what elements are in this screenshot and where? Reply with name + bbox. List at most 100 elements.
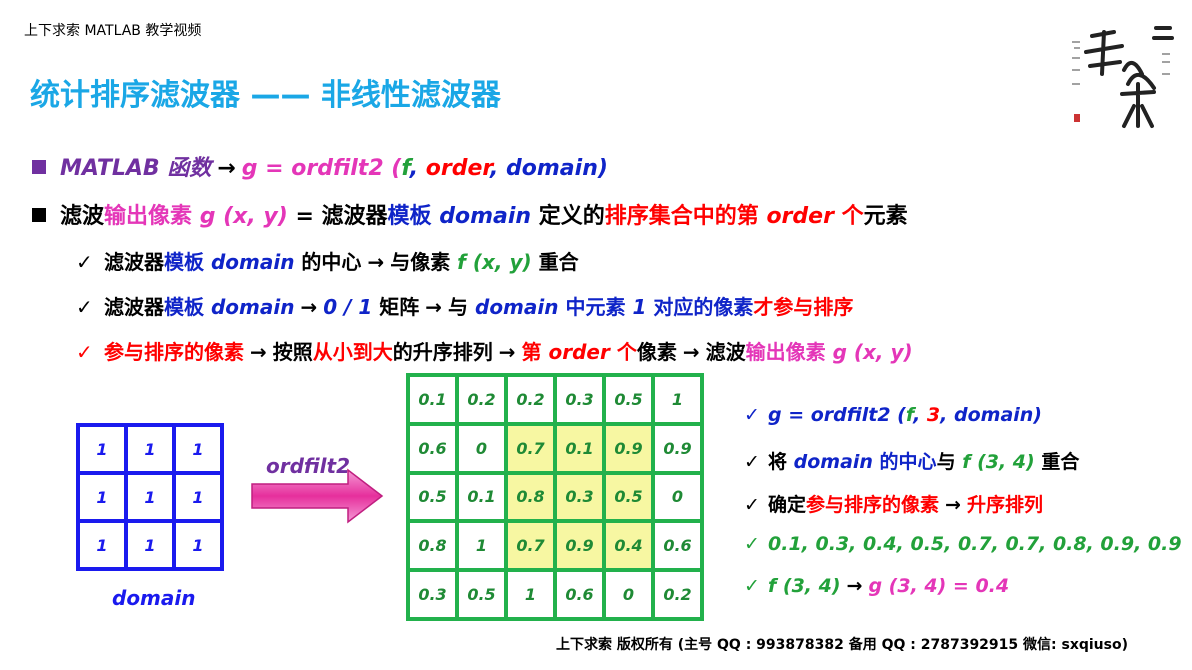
top-line-text: 上下求索 MATLAB 教学视频	[24, 23, 202, 39]
b1-text-6: , domain)	[490, 156, 608, 181]
c3-text-6: order	[548, 340, 610, 364]
b2-text-6: domain	[439, 204, 532, 229]
matrix-cell: 0.3	[555, 472, 604, 522]
b2-text-3: g (x, y)	[199, 204, 288, 229]
r3-text-1: 确定	[768, 494, 807, 516]
domain-cell: 1	[126, 425, 174, 473]
c3-text-4: 的升序排列	[392, 340, 493, 364]
arrow-right-icon: →	[682, 340, 700, 364]
r1-text-1: g = ordfilt2 (	[768, 404, 906, 426]
b1-text-3: f	[401, 156, 410, 181]
domain-cell: 1	[78, 473, 126, 521]
arrow-right-icon: →	[498, 340, 516, 364]
arrow-right-icon: →	[300, 295, 318, 319]
c3-text-3: 从小到大	[312, 340, 393, 364]
check-icon: ✓	[744, 575, 760, 597]
b2-text-5: 模板	[387, 204, 432, 229]
square-bullet-icon	[32, 160, 46, 174]
matrix-cell: 0.9	[604, 423, 653, 473]
matrix-cell: 0.7	[506, 521, 555, 571]
b2-text-9: order	[766, 204, 834, 229]
c2-text-3: domain	[210, 295, 295, 319]
b2-text-2: 输出像素	[104, 204, 193, 229]
c2-text-6: 与	[448, 295, 475, 319]
matrix-cell: 0.5	[457, 570, 506, 619]
c2-text-4: 0 / 1	[323, 295, 373, 319]
matrix-cell: 0.9	[653, 423, 702, 473]
domain-cell: 1	[126, 473, 174, 521]
calligraphy-seal-logo	[1072, 26, 1174, 128]
check-item-center: ✓滤波器模板 domain 的中心→与像素 f (x, y) 重合	[76, 246, 579, 275]
arrow-right-icon: →	[217, 156, 236, 181]
c1-text-4: 的中心	[294, 250, 362, 274]
matrix-cell: 0	[604, 570, 653, 619]
domain-cell: 1	[78, 521, 126, 569]
fat-arrow-right-icon	[251, 468, 384, 524]
r2-text-6: 重合	[1034, 451, 1080, 473]
r2-text-4: 与	[936, 451, 963, 473]
b2-text-11: 元素	[863, 204, 908, 229]
matrix-cell: 0.6	[408, 423, 457, 473]
r3-text-3: 升序排列	[966, 494, 1043, 516]
domain-cell: 1	[126, 521, 174, 569]
check-icon: ✓	[76, 295, 93, 319]
b2-text-10: 个	[833, 204, 864, 229]
r4-text-1: 0.1, 0.3, 0.4, 0.5, 0.7, 0.7, 0.8, 0.9, …	[768, 533, 1182, 555]
footer-copyright: 上下求索 版权所有 (主号 QQ : 993878382 备用 QQ : 278…	[556, 637, 1128, 653]
c2-text-5: 矩阵	[372, 295, 420, 319]
right-item-call: ✓g = ordfilt2 (f, 3, domain)	[744, 404, 1042, 426]
r1-text-4: 3	[926, 404, 941, 426]
r1-text-2: f	[905, 404, 914, 426]
c1-text-3: domain	[210, 250, 295, 274]
right-item-sorted-values: ✓ 0.1, 0.3, 0.4, 0.5, 0.7, 0.7, 0.8, 0.9,…	[744, 533, 1182, 555]
bullet-matlab-function: MATLAB 函数→g = ordfilt2 (f, order, domain…	[32, 150, 608, 182]
c1-text-6: f (x, y)	[457, 250, 532, 274]
matrix-cell: 0.1	[408, 375, 457, 424]
matrix-cell: 0.6	[555, 570, 604, 619]
check-icon: ✓	[76, 250, 93, 274]
right-item-result: ✓f (3, 4)→g (3, 4) = 0.4	[744, 575, 1009, 597]
r3-text-2: 参与排序的像素	[806, 494, 940, 516]
r5-text-2: g (3, 4) = 0.4	[868, 575, 1010, 597]
page-title: 统计排序滤波器 —— 非线性滤波器	[30, 78, 501, 113]
matrix-cell: 0	[653, 472, 702, 522]
check-icon: ✓	[744, 404, 760, 426]
c3-text-2: 按照	[272, 340, 313, 364]
bullet-filter-output: 滤波输出像素 g (x, y) = 滤波器模板 domain 定义的排序集合中的…	[32, 198, 908, 230]
c3-text-7: 个	[609, 340, 637, 364]
domain-cell: 1	[78, 425, 126, 473]
matrix-cell: 0.9	[555, 521, 604, 571]
r2-text-2: domain	[793, 451, 873, 473]
check-item-sorting: ✓参与排序的像素→按照从小到大的升序排列→第 order 个像素→滤波输出像素 …	[76, 336, 913, 365]
arrow-right-icon: →	[425, 295, 443, 319]
arrow-right-icon: →	[945, 494, 961, 516]
domain-cell: 1	[174, 425, 222, 473]
c1-text-1: 滤波器	[104, 250, 164, 274]
matrix-cell: 0.3	[408, 570, 457, 619]
arrow-right-icon: →	[250, 340, 267, 364]
c2-text-10: 对应的像素	[646, 295, 754, 319]
domain-label: domain	[112, 586, 196, 610]
c3-text-11: g (x, y)	[832, 340, 913, 364]
matrix-cell: 0.5	[604, 375, 653, 424]
c3-text-10: 输出像素	[745, 340, 833, 364]
c1-text-7: 重合	[531, 250, 579, 274]
check-icon: ✓	[744, 494, 760, 516]
domain-matrix: 1 1 1 1 1 1 1 1 1	[76, 423, 224, 571]
b2-text-1: 滤波	[60, 204, 105, 229]
ordfilt2-label: ordfilt2	[266, 454, 350, 478]
matrix-cell: 0	[457, 423, 506, 473]
b2-text-7: 定义的	[531, 204, 605, 229]
square-bullet-icon	[32, 208, 46, 222]
matrix-cell: 0.1	[457, 472, 506, 522]
c2-text-2: 模板	[164, 295, 204, 319]
check-icon: ✓	[744, 533, 760, 555]
check-icon: ✓	[744, 451, 760, 473]
matrix-cell: 1	[653, 375, 702, 424]
b2-text-4: = 滤波器	[287, 204, 388, 229]
c3-text-1: 参与排序的像素	[104, 340, 244, 364]
c2-text-7: domain	[475, 295, 559, 319]
matrix-cell: 0.3	[555, 375, 604, 424]
matrix-cell: 0.1	[555, 423, 604, 473]
